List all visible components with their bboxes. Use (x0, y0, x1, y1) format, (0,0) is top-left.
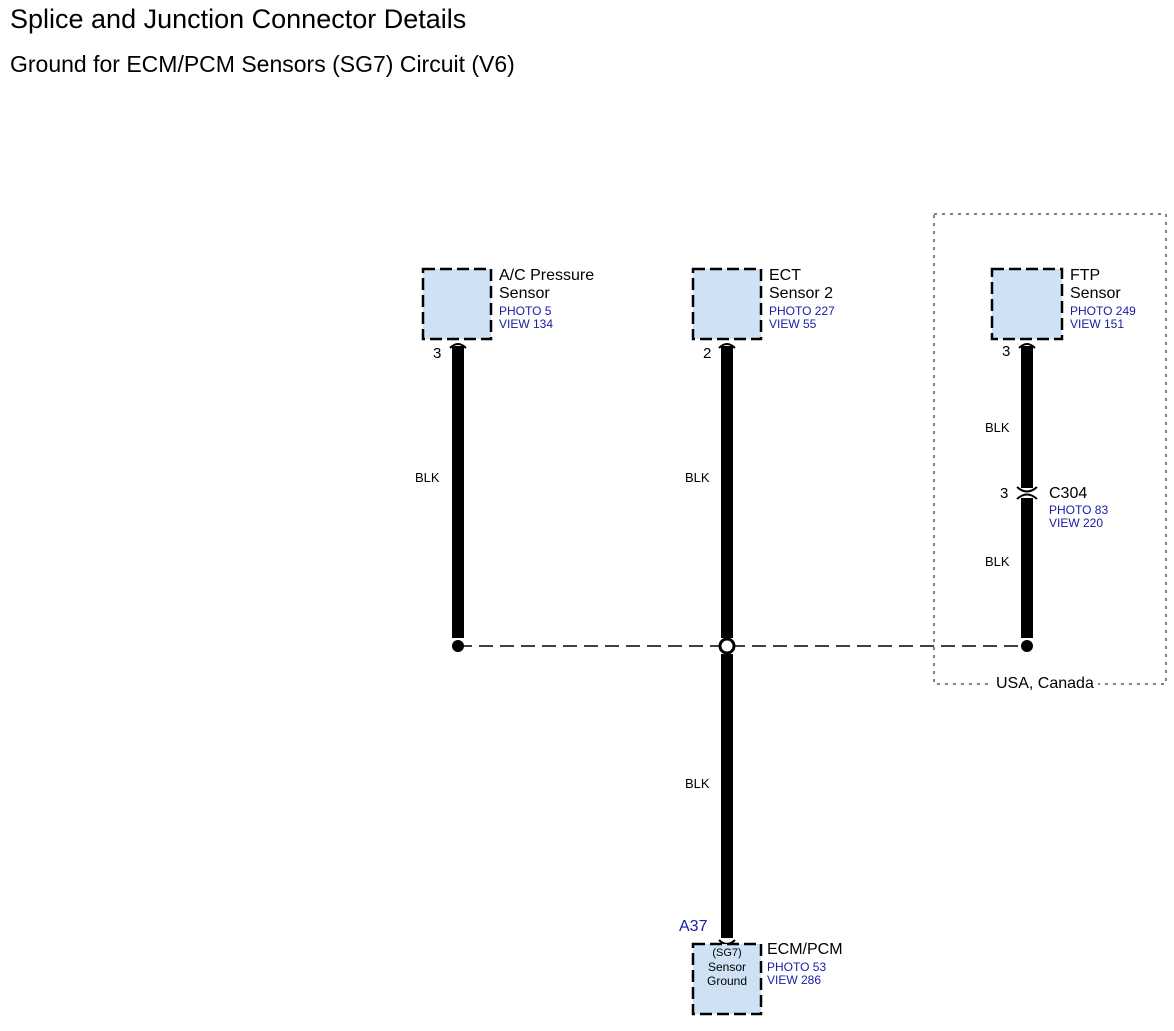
ac-sensor-view-ref[interactable]: VIEW 134 (499, 317, 554, 331)
ac-sensor-box (421, 267, 493, 341)
ecm-inner-line2: Sensor (707, 960, 747, 974)
ect-sensor-name-line1: ECT (769, 267, 801, 284)
region-label: USA, Canada (992, 676, 1098, 692)
c304-name: C304 (1049, 485, 1088, 502)
ect-sensor-photo-ref[interactable]: PHOTO 227 (769, 304, 835, 318)
ftp-sensor-photo-ref[interactable]: PHOTO 249 (1070, 304, 1136, 318)
ftp-sensor-name-line1: FTP (1070, 267, 1101, 284)
splice-dot-ftp (1021, 640, 1033, 652)
ac-sensor-pin: 3 (433, 345, 442, 362)
ecm-name: ECM/PCM (767, 941, 843, 958)
ftp-sensor-pin: 3 (1002, 343, 1011, 360)
pin-hook-ect (718, 343, 736, 349)
ect-sensor-name-line2: Sensor 2 (769, 285, 834, 302)
c304-pin: 3 (1000, 485, 1009, 502)
ect-sensor-pin: 2 (703, 345, 712, 362)
ftp-sensor-box (990, 267, 1064, 341)
wire-ftp-lower (1021, 498, 1033, 638)
ac-sensor-name-line2: Sensor (499, 285, 550, 302)
c304-view-ref[interactable]: VIEW 220 (1049, 516, 1104, 530)
ac-sensor-photo-ref[interactable]: PHOTO 5 (499, 304, 552, 318)
ftp-lower-wire-color: BLK (985, 554, 1010, 569)
wire-ac (452, 346, 464, 638)
ecm-box (691, 942, 763, 1016)
c304-connector-top (1016, 486, 1038, 493)
ecm-view-ref[interactable]: VIEW 286 (767, 973, 822, 987)
ftp-sensor-name-line2: Sensor (1070, 285, 1121, 302)
pin-hook-ac (449, 343, 467, 349)
ecm-wire-color: BLK (685, 776, 710, 791)
diagram-title: Splice and Junction Connector Details (10, 4, 467, 34)
ecm-inner-line1: (SG7) (712, 947, 742, 959)
ftp-sensor-view-ref[interactable]: VIEW 151 (1070, 317, 1125, 331)
splice-dot-ect (718, 637, 736, 655)
ac-sensor-name-line1: A/C Pressure (499, 267, 595, 284)
ftp-upper-wire-color: BLK (985, 420, 1010, 435)
wire-ftp-upper (1021, 346, 1033, 488)
ac-wire-color: BLK (415, 470, 440, 485)
wire-ect (721, 346, 733, 638)
c304-connector-bottom (1016, 493, 1038, 500)
c304-photo-ref[interactable]: PHOTO 83 (1049, 503, 1109, 517)
ect-sensor-box (691, 267, 763, 341)
diagram-subtitle: Ground for ECM/PCM Sensors (SG7) Circuit… (10, 51, 515, 77)
ecm-inner-line3: Ground (706, 974, 748, 988)
ecm-terminal-code: A37 (679, 918, 708, 935)
ecm-photo-ref[interactable]: PHOTO 53 (767, 960, 827, 974)
ect-sensor-view-ref[interactable]: VIEW 55 (769, 317, 817, 331)
splice-dot-ac (452, 640, 464, 652)
wire-ecm (721, 654, 733, 938)
pin-hook-ftp (1018, 343, 1036, 349)
ect-wire-color: BLK (685, 470, 710, 485)
